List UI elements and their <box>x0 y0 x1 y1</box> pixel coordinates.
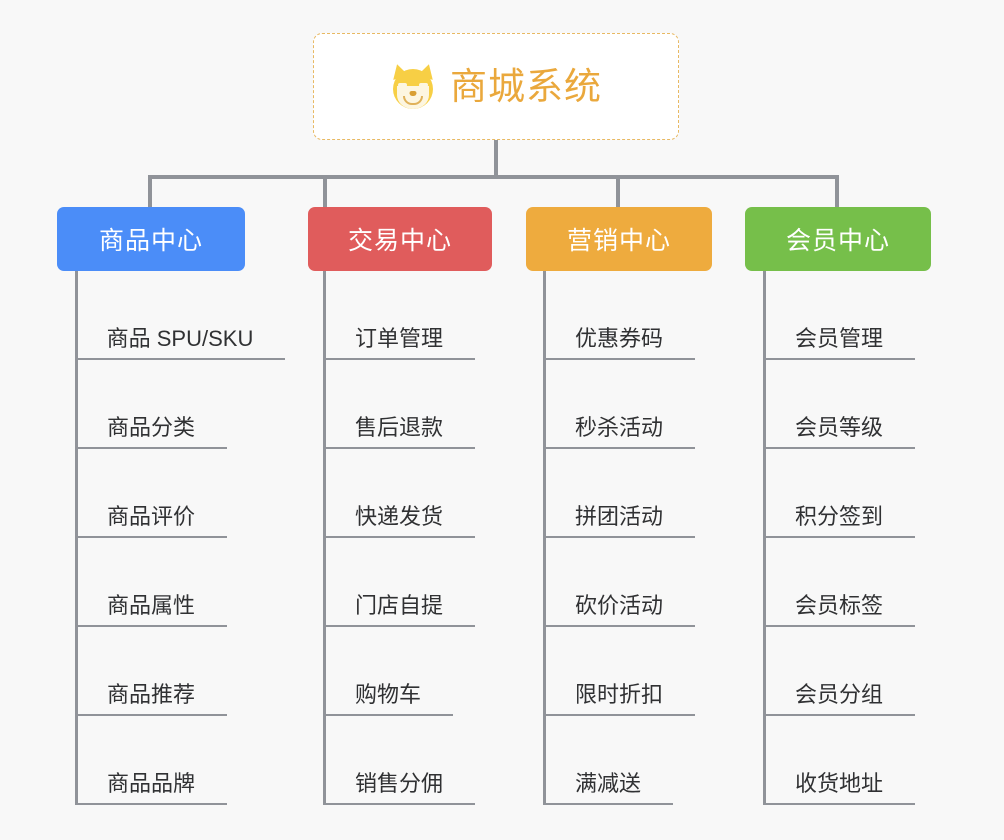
connector-drop-1 <box>148 175 152 209</box>
leaf-item-label: 商品品牌 <box>106 770 195 796</box>
leaf-item-label: 限时折扣 <box>574 681 663 707</box>
leaf-item-label: 快递发货 <box>354 503 443 529</box>
leaf-item[interactable]: 商品品牌 <box>75 716 227 805</box>
leaf-item-label: 门店自提 <box>354 592 443 618</box>
leaf-item-label: 积分签到 <box>794 503 883 529</box>
category-box-1[interactable]: 商品中心 <box>57 207 245 271</box>
category-box-3[interactable]: 营销中心 <box>526 207 712 271</box>
leaf-item[interactable]: 商品 SPU/SKU <box>75 271 285 360</box>
root-node-title: 商城系统 <box>450 66 602 107</box>
leaf-item[interactable]: 订单管理 <box>323 271 475 360</box>
leaf-item-label: 收货地址 <box>794 770 883 796</box>
leaf-item-label: 商品推荐 <box>106 681 195 707</box>
leaf-item-label: 销售分佣 <box>354 770 443 796</box>
leaf-item-label: 优惠券码 <box>574 325 663 351</box>
leaf-item[interactable]: 快递发货 <box>323 449 475 538</box>
leaf-item-label: 购物车 <box>354 681 421 707</box>
leaf-item[interactable]: 商品分类 <box>75 360 227 449</box>
category-label: 商品中心 <box>98 227 203 255</box>
leaf-item[interactable]: 满减送 <box>543 716 673 805</box>
connector-drop-4 <box>835 175 839 209</box>
leaf-item[interactable]: 商品推荐 <box>75 627 227 716</box>
leaf-spine <box>543 271 546 805</box>
leaf-item-label: 售后退款 <box>354 414 443 440</box>
leaf-item-label: 商品分类 <box>106 414 195 440</box>
connector-drop-2 <box>323 175 327 209</box>
category-label: 会员中心 <box>785 227 890 255</box>
leaf-item[interactable]: 积分签到 <box>763 449 915 538</box>
leaf-item[interactable]: 会员等级 <box>763 360 915 449</box>
leaf-item[interactable]: 优惠券码 <box>543 271 695 360</box>
leaf-item[interactable]: 售后退款 <box>323 360 475 449</box>
category-label: 营销中心 <box>566 227 671 255</box>
leaf-item-label: 拼团活动 <box>574 503 663 529</box>
shiba-dog-face-icon <box>389 61 437 111</box>
category-box-2[interactable]: 交易中心 <box>308 207 492 271</box>
leaf-item[interactable]: 商品属性 <box>75 538 227 627</box>
leaf-item-label: 会员等级 <box>794 414 883 440</box>
leaf-item[interactable]: 拼团活动 <box>543 449 695 538</box>
leaf-item-label: 商品 SPU/SKU <box>106 325 254 351</box>
leaf-item[interactable]: 收货地址 <box>763 716 915 805</box>
leaf-item[interactable]: 购物车 <box>323 627 453 716</box>
leaf-item[interactable]: 秒杀活动 <box>543 360 695 449</box>
leaf-spine <box>763 271 766 805</box>
leaf-item-label: 会员标签 <box>794 592 883 618</box>
leaf-item[interactable]: 会员管理 <box>763 271 915 360</box>
leaf-item-label: 砍价活动 <box>574 592 663 618</box>
connector-bus <box>148 175 839 179</box>
leaf-item[interactable]: 限时折扣 <box>543 627 695 716</box>
leaf-item-label: 会员管理 <box>794 325 883 351</box>
leaf-spine <box>75 271 78 805</box>
connector-drop-3 <box>616 175 620 209</box>
leaf-item-label: 商品评价 <box>106 503 195 529</box>
leaf-item[interactable]: 会员分组 <box>763 627 915 716</box>
category-box-4[interactable]: 会员中心 <box>745 207 931 271</box>
category-label: 交易中心 <box>347 227 452 255</box>
leaf-item-label: 满减送 <box>574 770 641 796</box>
leaf-item[interactable]: 销售分佣 <box>323 716 475 805</box>
leaf-item[interactable]: 会员标签 <box>763 538 915 627</box>
connector-root-stem <box>494 140 498 179</box>
leaf-spine <box>323 271 326 805</box>
leaf-item-label: 商品属性 <box>106 592 195 618</box>
leaf-item-label: 会员分组 <box>794 681 883 707</box>
root-node-mall-system[interactable]: 商城系统 <box>313 33 679 140</box>
leaf-item-label: 订单管理 <box>354 325 443 351</box>
leaf-item-label: 秒杀活动 <box>574 414 663 440</box>
leaf-item[interactable]: 砍价活动 <box>543 538 695 627</box>
leaf-item[interactable]: 门店自提 <box>323 538 475 627</box>
leaf-item[interactable]: 商品评价 <box>75 449 227 538</box>
